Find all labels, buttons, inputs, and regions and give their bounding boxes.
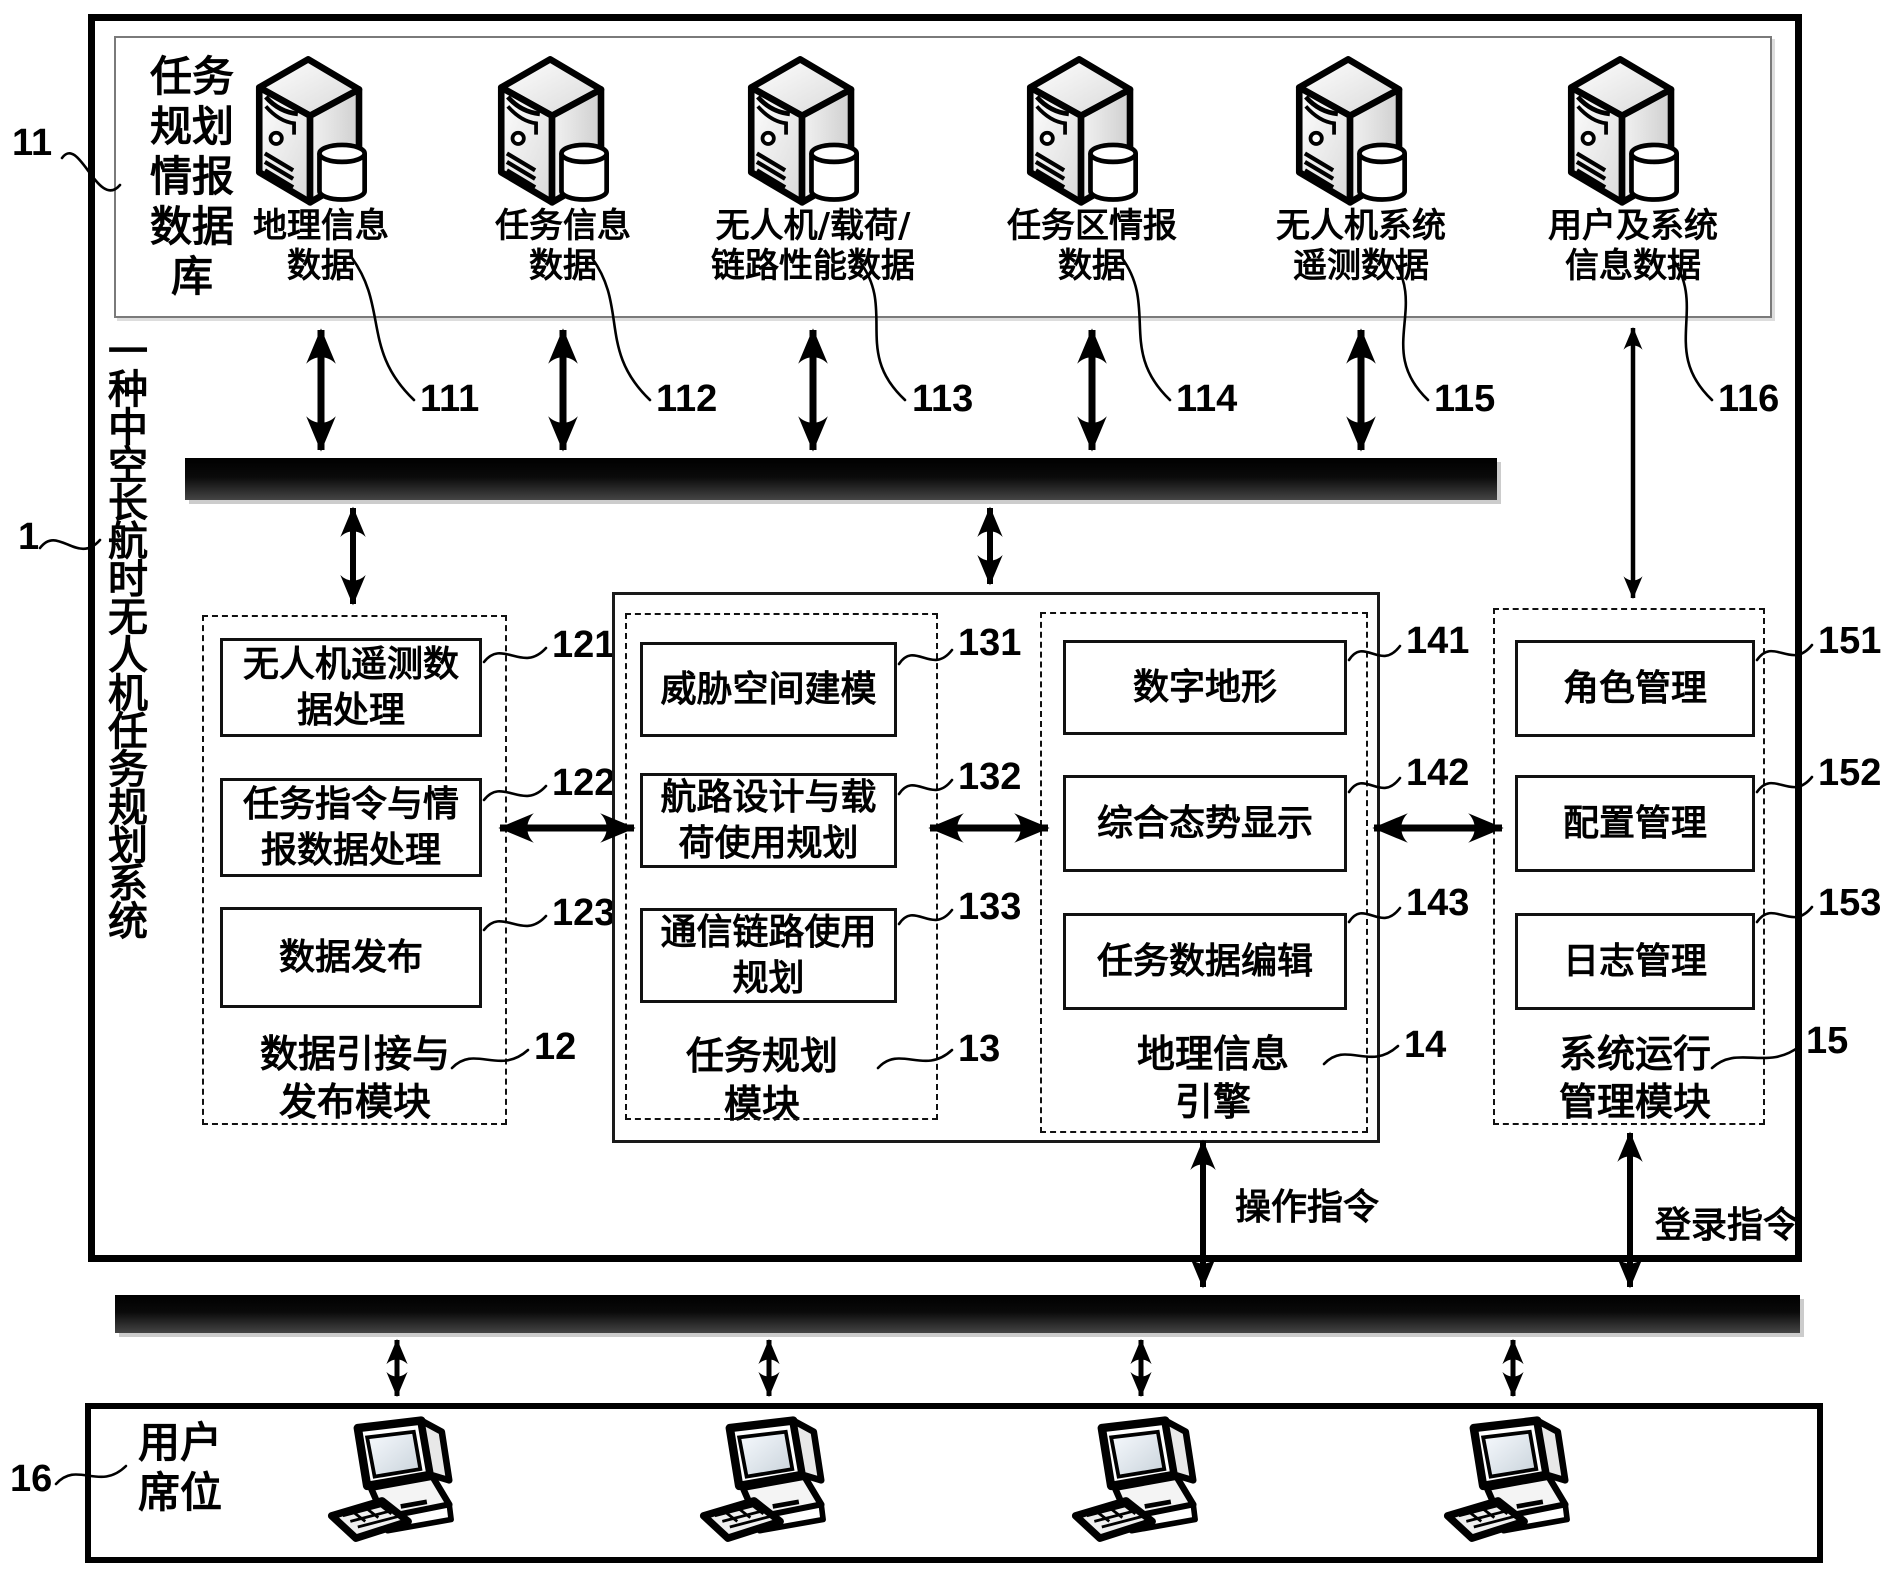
ref-label-142: 142 <box>1406 752 1470 794</box>
ref-label-113: 113 <box>912 378 974 420</box>
ref-label-116: 116 <box>1718 378 1780 420</box>
desktop-computer-icon <box>694 1415 844 1555</box>
ref-label-111: 111 <box>420 378 480 420</box>
server-label-mission-area-intel: 任务区情报 数据 <box>1007 206 1177 286</box>
sub-box-143: 任务数据编辑 <box>1063 913 1347 1010</box>
module-box-gis-engine <box>1040 612 1368 1133</box>
database-label: 任务 规划 情报 数据 库 <box>149 52 234 301</box>
sub-box-121: 无人机遥测数 据处理 <box>220 638 482 737</box>
server-database-icon <box>1548 48 1698 208</box>
planning-gis-super-box <box>612 592 1380 1143</box>
user-seats-label: 用户 席位 <box>137 1418 222 1517</box>
ref-label-122: 122 <box>552 762 616 804</box>
module-box-mission-planning <box>625 613 938 1120</box>
ref-label-153: 153 <box>1818 882 1882 924</box>
desktop-computer-icon <box>1438 1415 1588 1555</box>
ref-label-12: 12 <box>534 1026 577 1068</box>
server-label-geo: 地理信息 数据 <box>253 206 389 286</box>
login-command-label: 登录指令 <box>1655 1205 1800 1246</box>
ref-label-141: 141 <box>1406 620 1470 662</box>
ref-label-114: 114 <box>1176 378 1238 420</box>
ref-label-121: 121 <box>552 624 616 666</box>
module-caption-15: 系统运行 管理模块 <box>1558 1032 1711 1124</box>
ref-label-1: 1 <box>18 516 40 558</box>
server-database-icon <box>1007 48 1157 208</box>
ref-label-112: 112 <box>656 378 718 420</box>
ref-label-151: 151 <box>1818 620 1882 662</box>
server-label-mission-info: 任务信息 数据 <box>495 206 631 286</box>
sub-box-141: 数字地形 <box>1063 640 1347 735</box>
ref-label-152: 152 <box>1818 752 1882 794</box>
module-caption-14: 地理信息 引擎 <box>1136 1032 1289 1124</box>
ref-label-132: 132 <box>958 756 1022 798</box>
module-box-data-interface <box>202 615 507 1125</box>
sub-box-123: 数据发布 <box>220 907 482 1008</box>
ref-label-11: 11 <box>12 122 53 164</box>
server-database-icon <box>1276 48 1426 208</box>
sub-box-132: 航路设计与载 荷使用规划 <box>640 773 897 868</box>
sub-box-122: 任务指令与情 报数据处理 <box>220 778 482 877</box>
ref-label-16: 16 <box>10 1458 53 1500</box>
sub-box-142: 综合态势显示 <box>1063 775 1347 872</box>
sub-box-153: 日志管理 <box>1515 913 1755 1010</box>
ref-label-123: 123 <box>552 892 616 934</box>
ref-label-143: 143 <box>1406 882 1470 924</box>
module-box-system-management <box>1493 608 1765 1125</box>
data-bus-bar-top <box>185 458 1497 500</box>
server-database-icon <box>236 48 386 208</box>
ref-label-133: 133 <box>958 886 1022 928</box>
ref-label-15: 15 <box>1806 1020 1849 1062</box>
server-database-icon <box>478 48 628 208</box>
system-boundary-box <box>88 14 1802 1262</box>
sub-box-152: 配置管理 <box>1515 775 1755 872</box>
system-title: 一种中空长航时无人机任务规划系统 <box>101 330 147 938</box>
desktop-computer-icon <box>322 1415 472 1555</box>
sub-box-131: 威胁空间建模 <box>640 642 897 737</box>
sub-box-133: 通信链路使用 规划 <box>640 908 897 1003</box>
operate-command-label: 操作指令 <box>1235 1187 1380 1228</box>
ref-label-131: 131 <box>958 622 1022 664</box>
ref-label-13: 13 <box>958 1028 1001 1070</box>
sub-box-151: 角色管理 <box>1515 640 1755 737</box>
server-database-icon <box>728 48 878 208</box>
desktop-computer-icon <box>1066 1415 1216 1555</box>
ref-label-14: 14 <box>1404 1024 1447 1066</box>
data-bus-bar-bottom <box>115 1295 1800 1333</box>
ref-label-115: 115 <box>1434 378 1496 420</box>
module-caption-12: 数据引接与 发布模块 <box>259 1032 450 1124</box>
